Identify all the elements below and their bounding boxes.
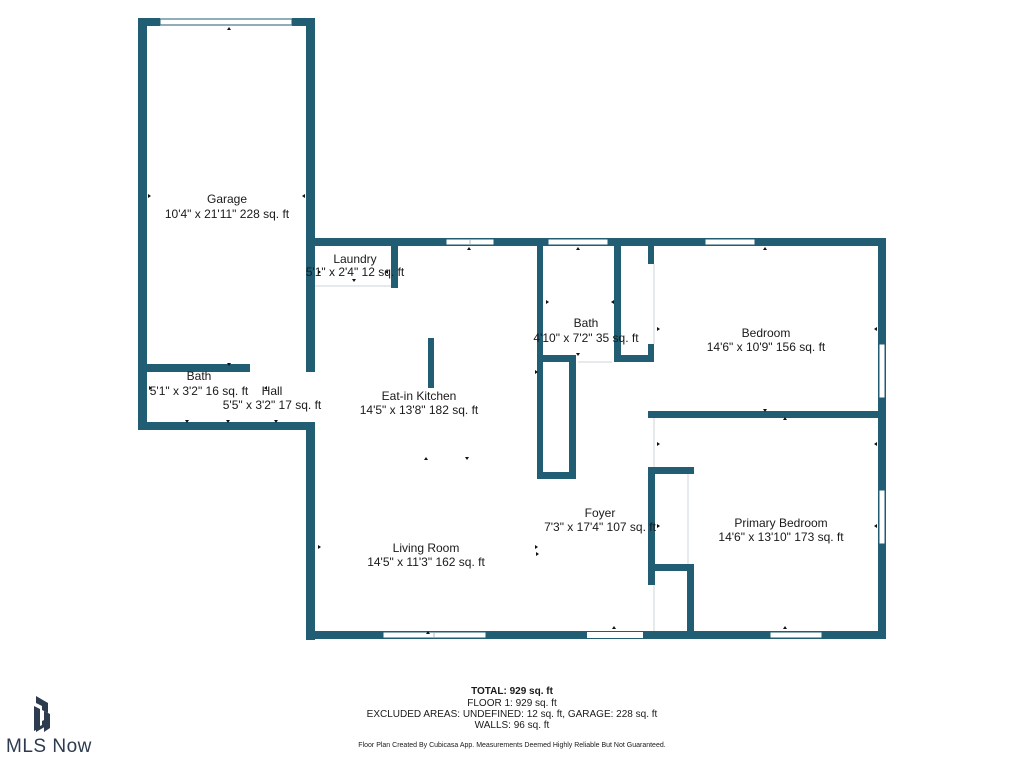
mls-now-logo-text: MLS Now <box>6 736 92 757</box>
excluded-areas: EXCLUDED AREAS: UNDEFINED: 12 sq. ft, GA… <box>366 709 658 720</box>
garage-dims: 10'4" x 21'11" 228 sq. ft <box>165 207 290 221</box>
laundry-name: Laundry <box>333 252 376 266</box>
bath-upper-dims: 4'10" x 7'2" 35 sq. ft <box>533 331 639 345</box>
foyer-name: Foyer <box>585 506 616 520</box>
primary-bedroom-name: Primary Bedroom <box>734 516 827 530</box>
garage-door <box>159 18 293 26</box>
room-label-bath-upper: Bath 4'10" x 7'2" 35 sq. ft <box>533 316 639 345</box>
bath-upper-name: Bath <box>574 316 599 330</box>
bath-small-name: Bath <box>187 369 212 383</box>
bottom-windows <box>382 631 823 639</box>
room-label-primary-bedroom: Primary Bedroom 14'6" x 13'10" 173 sq. f… <box>718 516 844 544</box>
living-name: Living Room <box>393 541 460 555</box>
bath-small-dims: 5'1" x 3'2" 16 sq. ft <box>150 384 249 398</box>
room-label-living: Living Room 14'5" x 11'3" 162 sq. ft <box>367 541 485 569</box>
room-label-bedroom: Bedroom 14'6" x 10'9" 156 sq. ft <box>707 326 826 354</box>
upper-bath-walls <box>537 246 655 479</box>
bedroom-dims: 14'6" x 10'9" 156 sq. ft <box>707 340 826 354</box>
garage-name: Garage <box>207 192 247 206</box>
house-exterior-walls <box>306 238 886 639</box>
foyer-dims: 7'3" x 17'4" 107 sq. ft <box>544 520 657 534</box>
right-windows <box>878 343 886 545</box>
laundry-walls <box>315 246 398 288</box>
living-dims: 14'5" x 11'3" 162 sq. ft <box>367 555 485 569</box>
hd-logo-icon <box>34 696 50 732</box>
hall-name: Hall <box>262 384 283 398</box>
bedroom-name: Bedroom <box>742 326 791 340</box>
room-label-foyer: Foyer 7'3" x 17'4" 107 sq. ft <box>544 506 657 534</box>
bedroom-walls <box>648 411 886 638</box>
kitchen-name: Eat-in Kitchen <box>382 389 457 403</box>
walls-area: WALLS: 96 sq. ft <box>474 720 550 731</box>
room-label-laundry: Laundry 5'1" x 2'4" 12 sq. ft <box>306 252 405 279</box>
room-label-bath-small: Bath 5'1" x 3'2" 16 sq. ft <box>150 369 249 398</box>
room-label-hall: Hall 5'5" x 3'2" 17 sq. ft <box>223 384 322 412</box>
hall-dims: 5'5" x 3'2" 17 sq. ft <box>223 398 322 412</box>
primary-bedroom-dims: 14'6" x 13'10" 173 sq. ft <box>718 530 844 544</box>
floor-plan: Garage 10'4" x 21'11" 228 sq. ft Laundry… <box>138 18 886 640</box>
garage-walls <box>138 18 315 430</box>
total-area: TOTAL: 929 sq. ft <box>471 686 553 697</box>
floor-area: FLOOR 1: 929 sq. ft <box>467 698 557 709</box>
laundry-dims: 5'1" x 2'4" 12 sq. ft <box>306 265 405 279</box>
kitchen-partition <box>428 338 434 388</box>
kitchen-dims: 14'5" x 13'8" 182 sq. ft <box>360 403 479 417</box>
credit-disclaimer: Floor Plan Created By Cubicasa App. Meas… <box>358 742 666 749</box>
top-windows <box>445 238 756 246</box>
room-label-kitchen: Eat-in Kitchen 14'5" x 13'8" 182 sq. ft <box>360 389 479 417</box>
room-label-garage: Garage 10'4" x 21'11" 228 sq. ft <box>165 192 290 221</box>
dimension-markers <box>148 27 877 634</box>
